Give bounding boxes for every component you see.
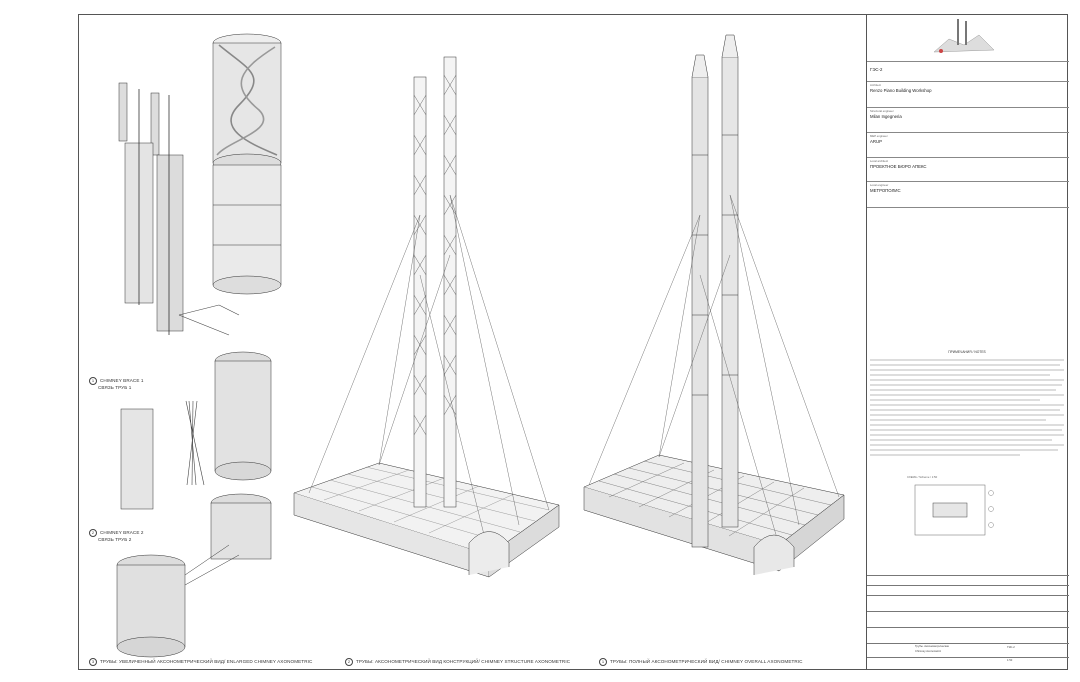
detail-scheme (914, 484, 994, 536)
revision-table (867, 575, 1069, 576)
notes-text-lines (870, 359, 1064, 456)
sheet-scale: 1:50 (1007, 659, 1013, 662)
sheet-title: Трубы. Аксонометрические (915, 645, 950, 648)
building-thumbnail (933, 19, 995, 53)
chimney-shell-section-2 (120, 351, 272, 510)
team-local-architect: ПРОЕКТНОЕ БЮРО АПЕКС (870, 164, 927, 169)
chimney-top-swirl (212, 33, 282, 295)
deck-grid (311, 466, 550, 544)
chimney-overall-axonometric (583, 34, 845, 575)
sheet-title-en: Chimney Axonometric (915, 650, 942, 653)
project-name: ГЭС-2 (870, 67, 883, 72)
team-local-engineer: МЕТРОПОЛИС (870, 188, 901, 193)
title-block: ГЭС-2 Architect Renzo Piano Building Wor… (866, 15, 1069, 670)
chimney-structure-axonometric (293, 56, 560, 578)
team-mep: ARUP (870, 139, 882, 144)
guy-cables-overall (588, 194, 840, 546)
guy-cables (308, 194, 550, 556)
sheet-project: ГЭС-2 (1007, 646, 1015, 649)
brace-rods (178, 304, 240, 486)
solid-chimneys (691, 34, 739, 548)
chimney-shell-section-3 (116, 493, 272, 658)
chimney-shell-section-1 (118, 82, 184, 335)
team-architect: Renzo Piano Building Workshop (870, 88, 932, 93)
lattice-towers (413, 56, 457, 508)
enlarged-chimney-parts (116, 33, 282, 658)
drawings-canvas (116, 33, 845, 658)
general-notes: ПРИМЕЧАНИЯ / NOTES (870, 350, 1064, 468)
team-structural: Milan Ingegneria (870, 114, 902, 119)
